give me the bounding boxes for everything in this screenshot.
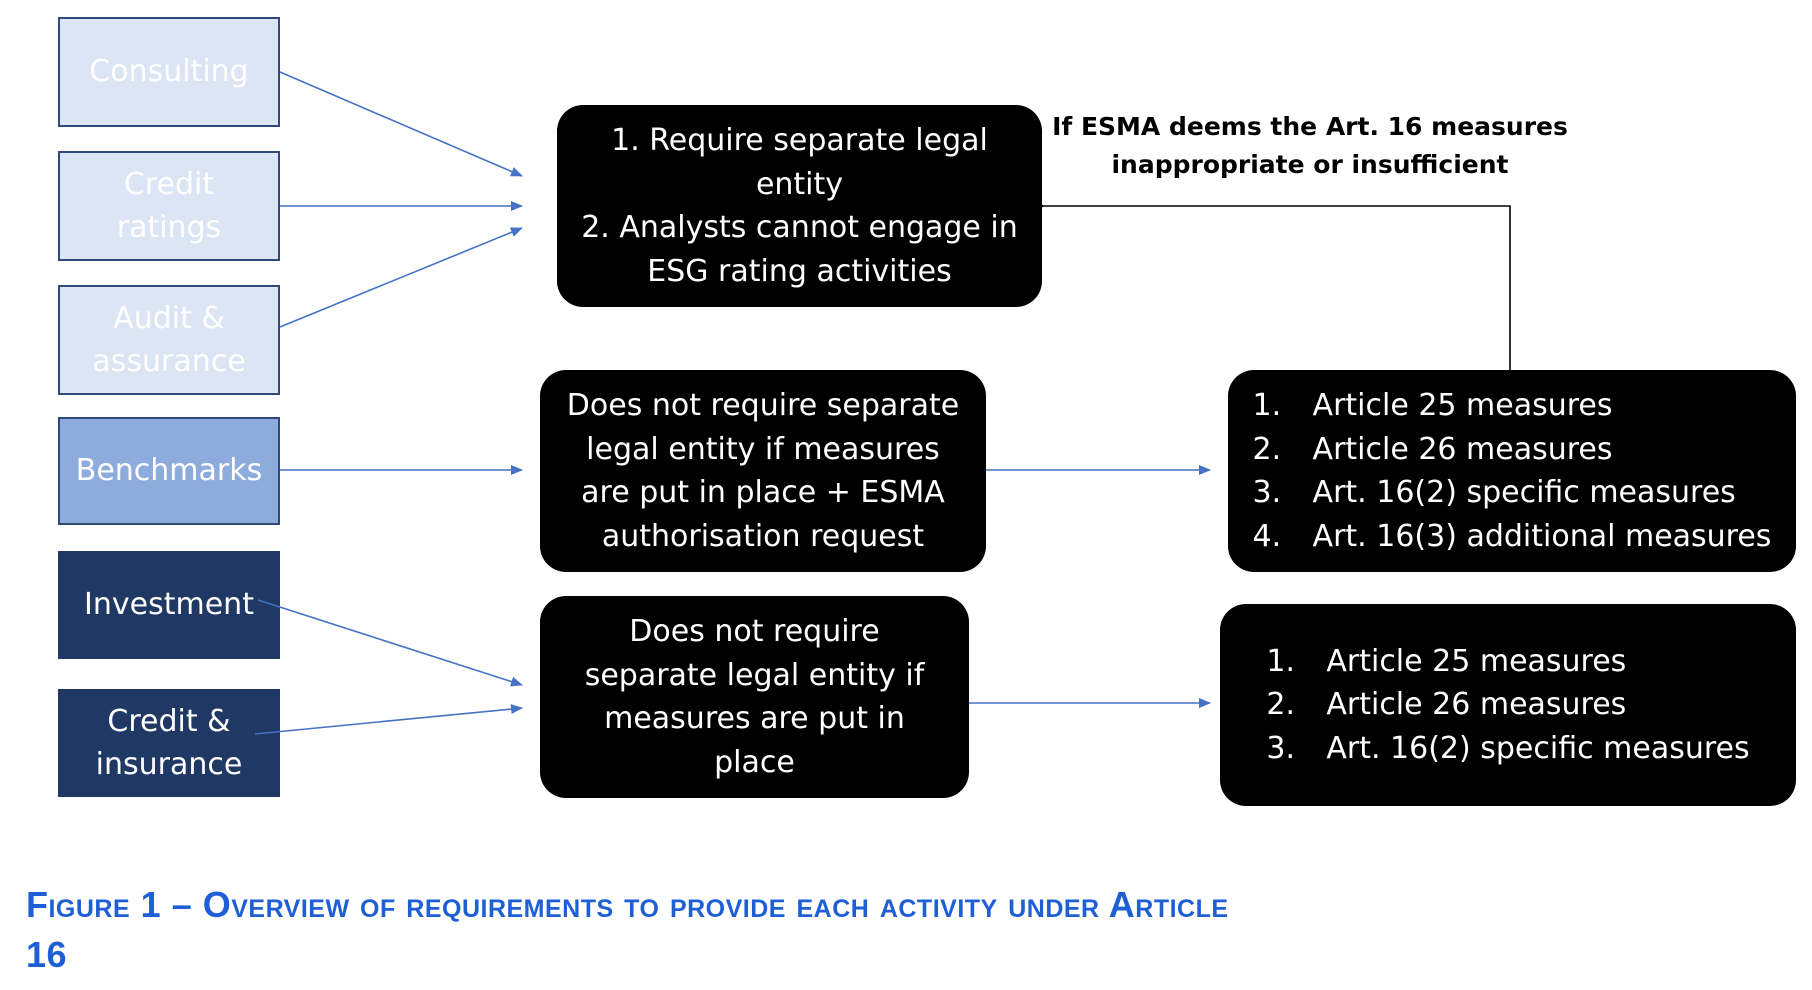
note-line: inappropriate or insufficient [1111, 149, 1509, 179]
measure-item: 2.Article 26 measures [1266, 687, 1627, 723]
feedback-arrow-esma [1043, 206, 1511, 370]
activity-consulting: Consulting [58, 17, 280, 127]
requirement-line: authorisation request [601, 518, 925, 554]
esma-condition-note: If ESMA deems the Art. 16 measures inapp… [1040, 108, 1580, 183]
requirement-investment: Does not require separate legal entity i… [540, 596, 969, 798]
activity-credit-ratings: Credit ratings [58, 151, 280, 261]
measure-item: 1.Article 25 measures [1266, 643, 1627, 679]
measure-item: 2.Article 26 measures [1252, 431, 1613, 467]
requirement-line: entity [755, 166, 844, 202]
activity-credit-insurance: Credit & insurance [58, 689, 280, 797]
measure-item: 4.Art. 16(3) additional measures [1252, 518, 1772, 554]
measures-box-upper: 1.Article 25 measures 2.Article 26 measu… [1228, 370, 1796, 572]
requirement-line: place [714, 744, 795, 780]
activity-label: Audit & assurance [92, 300, 246, 380]
requirement-benchmarks: Does not require separate legal entity i… [540, 370, 986, 572]
requirement-line: measures are put in [604, 701, 905, 736]
requirement-line: ESG rating activities [647, 253, 952, 289]
activity-label: Consulting [89, 54, 249, 90]
caption-line: Figure 1 – Overview of requirements to p… [26, 884, 1229, 925]
requirement-line: legal entity if measures [586, 431, 940, 467]
requirement-line: 2. Analysts cannot engage in [581, 210, 1018, 245]
arrow-consulting-to-separate [279, 71, 523, 177]
arrow-audit-to-separate [279, 227, 523, 328]
measure-item: 1.Article 25 measures [1252, 388, 1613, 423]
measures-box-lower: 1.Article 25 measures 2.Article 26 measu… [1220, 604, 1796, 806]
requirement-line: 1. Require separate legal [611, 123, 988, 158]
measures-list: 1.Article 25 measures 2.Article 26 measu… [1253, 384, 1772, 558]
requirement-line: Does not require separate [566, 388, 960, 423]
measure-item: 3.Art. 16(2) specific measures [1266, 730, 1750, 766]
measure-item: 3.Art. 16(2) specific measures [1252, 475, 1736, 510]
requirement-line: are put in place + ESMA [581, 475, 945, 510]
activity-audit-assurance: Audit & assurance [58, 285, 280, 395]
requirement-separate-entity: 1. Require separate legal entity 2. Anal… [557, 105, 1042, 307]
caption-line: 16 [26, 934, 68, 976]
arrow-credit-insurance-to-requirement [254, 704, 523, 735]
activity-label: Benchmarks [75, 453, 263, 489]
figure-caption: Figure 1 – Overview of requirements to p… [26, 880, 1786, 981]
activity-benchmarks: Benchmarks [58, 417, 280, 525]
requirement-line: Does not require [629, 614, 880, 649]
activity-label: Credit ratings [116, 166, 222, 246]
activity-label: Investment [84, 587, 254, 623]
requirement-line: separate legal entity if [584, 657, 925, 693]
note-line: If ESMA deems the Art. 16 measures [1052, 112, 1568, 141]
arrow-investment-to-requirement [257, 599, 523, 687]
measures-list: 1.Article 25 measures 2.Article 26 measu… [1266, 640, 1749, 771]
activity-investment: Investment [58, 551, 280, 659]
activity-label: Credit & insurance [95, 703, 243, 783]
